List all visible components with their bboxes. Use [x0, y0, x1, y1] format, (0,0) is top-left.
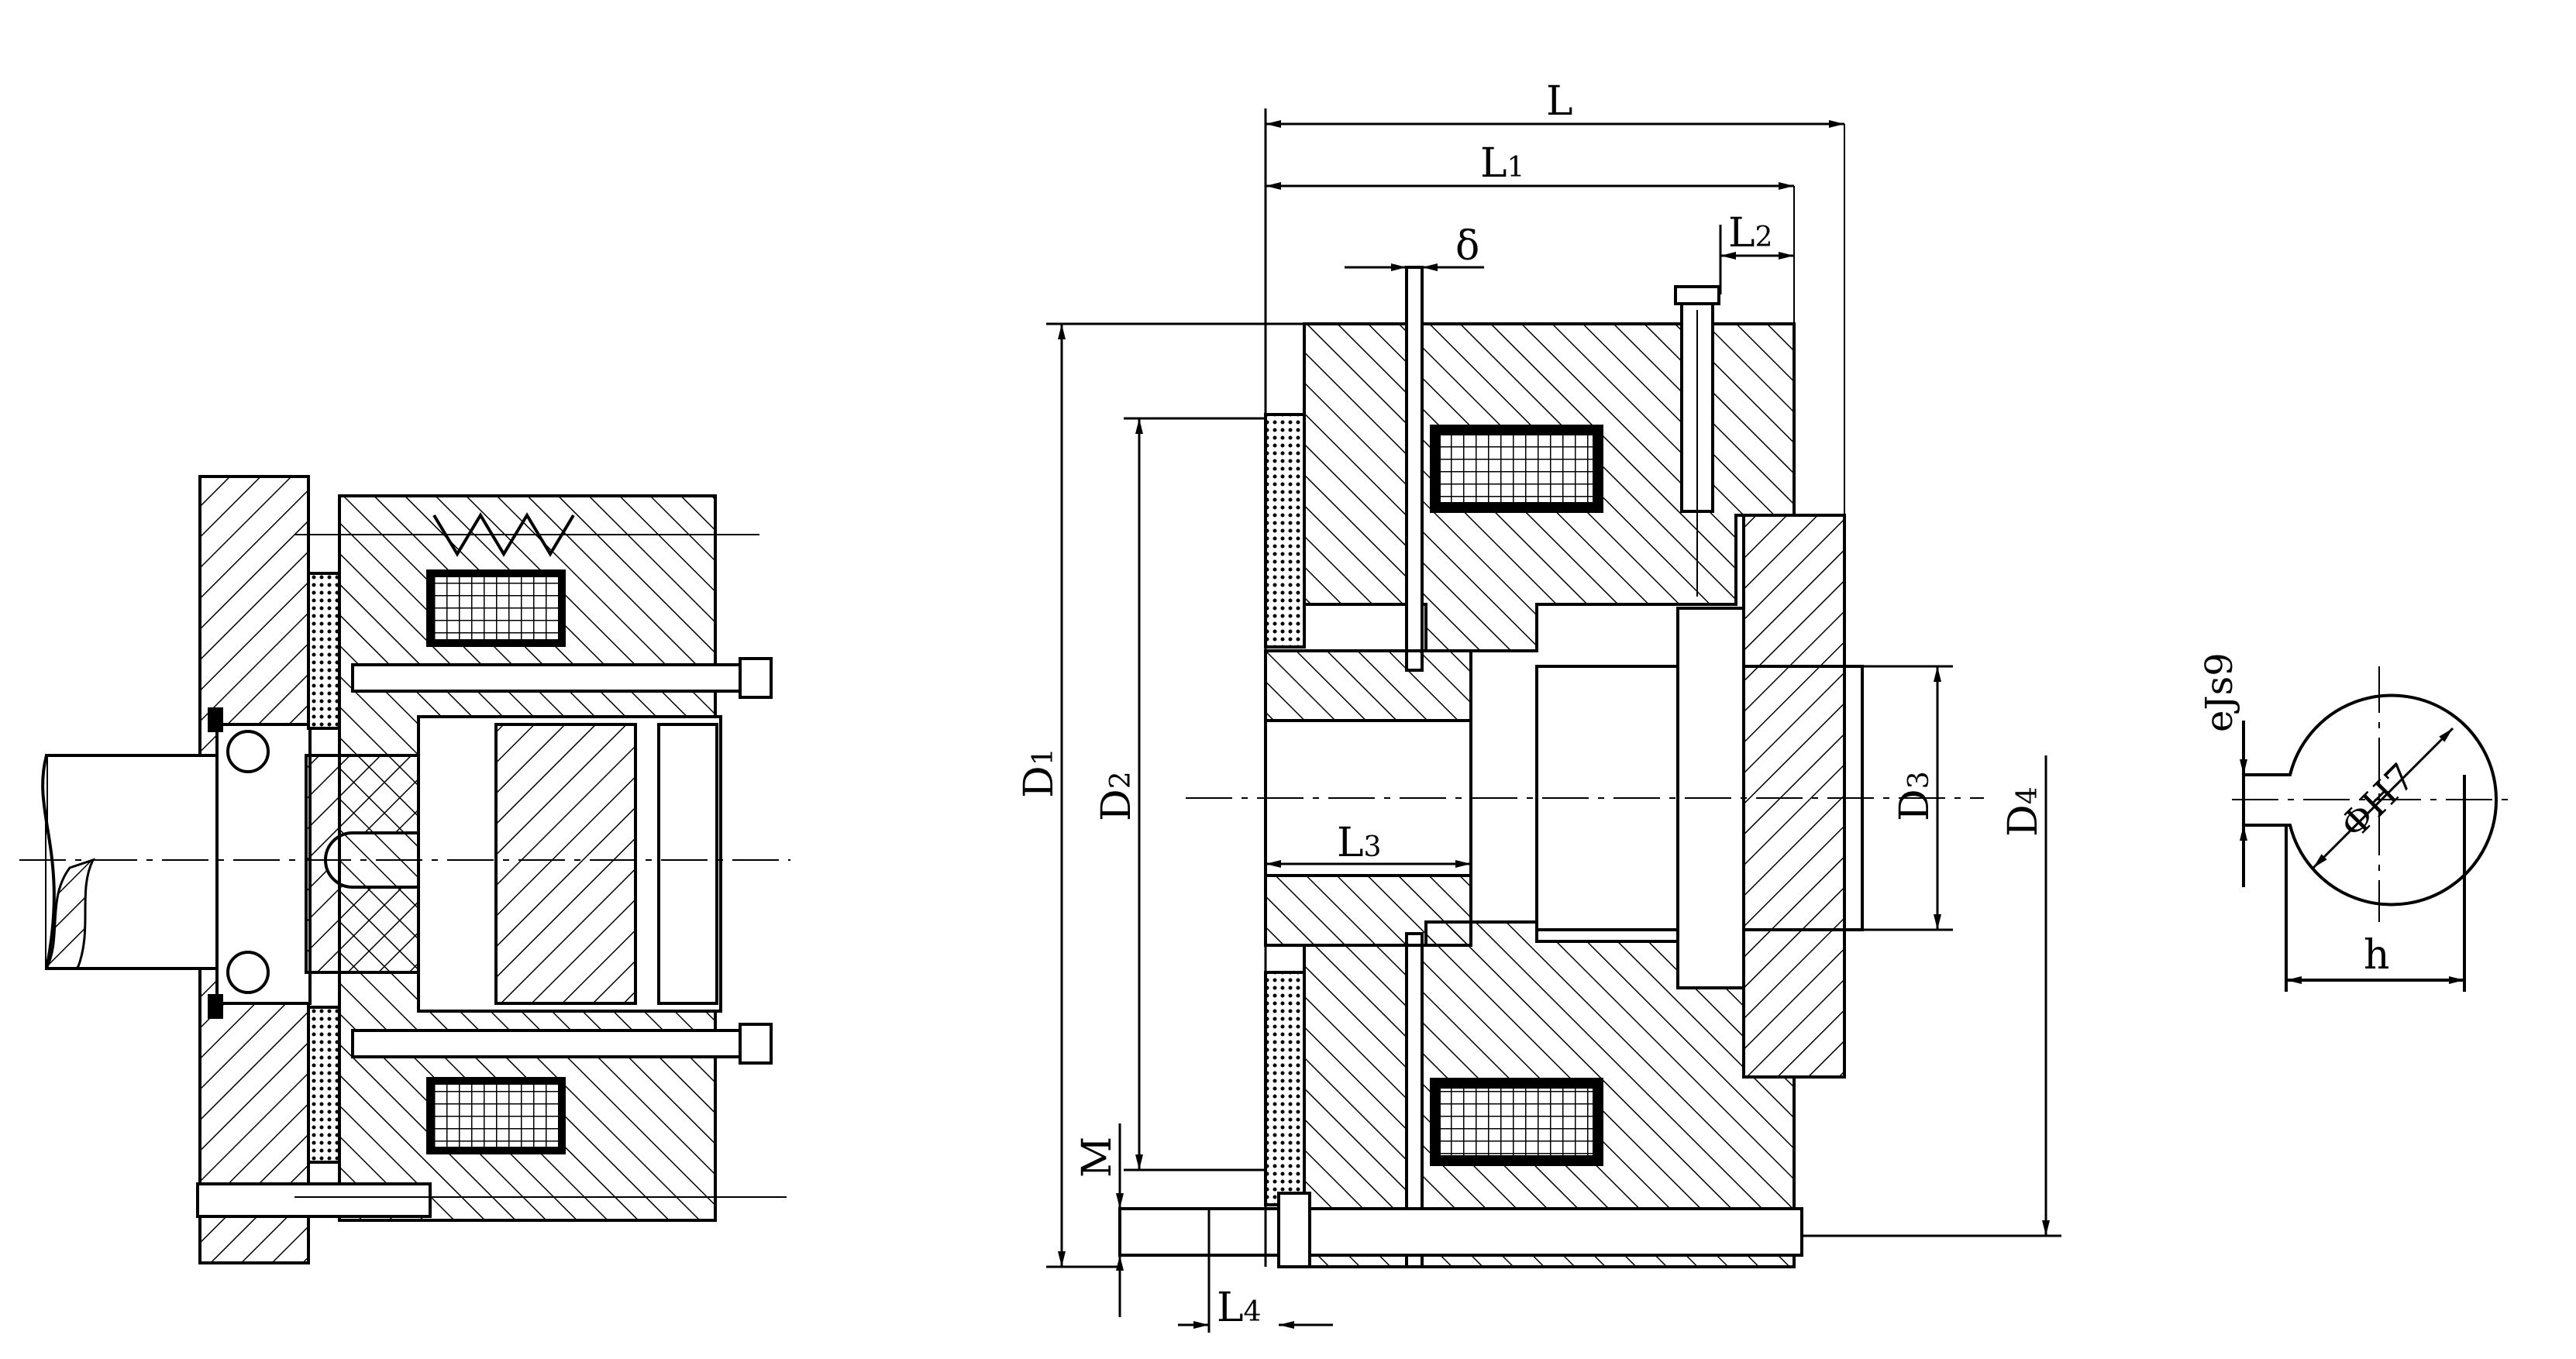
label-eJs9: eJs9: [2198, 652, 2241, 732]
label-h: h: [2364, 932, 2390, 979]
label-L2: L2: [1728, 210, 1772, 256]
mounting-screw: [1118, 1207, 1803, 1257]
label-M: M: [1074, 1137, 1121, 1178]
label-L1: L1: [1480, 140, 1524, 187]
label-L: L: [1546, 78, 1573, 125]
section-view: [1118, 124, 1984, 1268]
label-D2: D2: [1093, 771, 1140, 821]
end-flange: [657, 723, 718, 1005]
label-L3: L3: [1337, 820, 1381, 866]
end-cap: [1742, 514, 1846, 1079]
coil-lower: [1430, 1078, 1603, 1166]
bearing-ball-top: [226, 730, 270, 773]
bolt-top: [351, 663, 742, 693]
spring: [432, 512, 575, 557]
label-delta: δ: [1455, 223, 1479, 270]
bearing: [215, 723, 312, 1005]
bottom-screw: [196, 1182, 432, 1218]
bearing-ball-bottom: [226, 951, 270, 994]
friction-plate-lower: [1264, 971, 1306, 1206]
bolt-bottom: [351, 1029, 742, 1058]
armature-gap-upper: [1405, 266, 1424, 672]
shaft-break: [41, 755, 56, 969]
friction-plate-top: [307, 572, 341, 730]
coil-upper: [1430, 425, 1603, 513]
coil-bottom: [426, 1077, 566, 1154]
coil-top: [426, 569, 566, 647]
friction-plate-upper: [1264, 413, 1306, 649]
dimension-lines: [1046, 108, 2061, 1333]
label-D3: D3: [1892, 771, 1938, 821]
label-L4: L4: [1217, 1285, 1261, 1331]
dimension-labels: L L1 L2 δ L3 L4 D1 D2 D3 D4 M: [1016, 78, 2047, 1331]
assembly-view: [19, 475, 790, 1264]
label-D1: D1: [1016, 748, 1062, 798]
friction-plate-bottom: [307, 1006, 341, 1164]
label-D4: D4: [2000, 786, 2047, 837]
keyway-detail: [2232, 666, 2511, 992]
